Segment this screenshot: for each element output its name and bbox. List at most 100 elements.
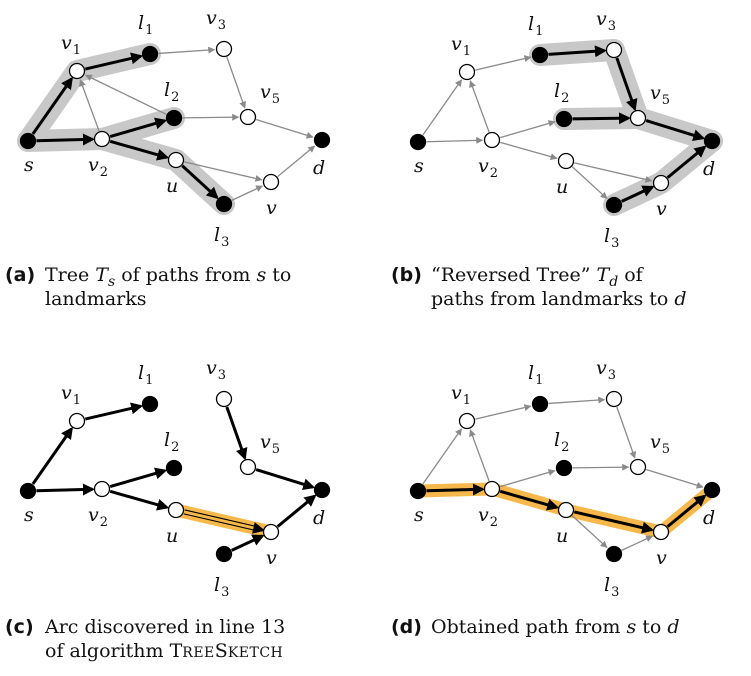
node-l1	[531, 395, 549, 413]
node-s	[409, 482, 427, 500]
node-label-v5: v5	[260, 431, 280, 457]
caption-line-1: Arc discovered in line 13	[44, 616, 285, 638]
arc-v3-v5	[616, 406, 637, 459]
node-layer	[409, 41, 721, 214]
arc-u-l3	[181, 164, 219, 200]
node-label-subscript: 2	[100, 165, 108, 180]
arc-v1-l1	[84, 402, 144, 421]
node-layer	[19, 390, 331, 563]
node-label-subscript: 1	[73, 393, 81, 408]
arc-v5-d	[645, 468, 704, 489]
node-v1	[458, 412, 476, 430]
arc-v-d	[666, 145, 707, 179]
caption-segment: d	[674, 288, 686, 310]
arc-l3-v	[231, 534, 265, 552]
node-label-subscript: 3	[218, 18, 226, 33]
caption-segment: REE	[182, 645, 214, 661]
node-label-subscript: 5	[272, 442, 280, 457]
caption-d: (d)Obtained path from s to d	[391, 616, 680, 638]
node-label-subscript: 5	[662, 442, 670, 457]
node-label-main: v	[88, 504, 99, 526]
highlight-layer	[17, 43, 235, 215]
node-label-subscript: 3	[221, 235, 229, 250]
node-label-v3: v3	[596, 357, 616, 383]
node-l2	[555, 110, 573, 128]
node-label-main: v	[478, 155, 489, 177]
node-label-main: v	[266, 547, 277, 569]
node-v3	[215, 390, 233, 408]
node-label-subscript: 1	[145, 23, 153, 38]
node-label-subscript: 2	[561, 91, 569, 106]
caption-segment: T	[170, 640, 183, 662]
node-s	[19, 482, 37, 500]
node-d	[313, 481, 331, 499]
node-u	[557, 152, 575, 170]
node-label-main: v	[206, 357, 217, 379]
node-label-s: s	[414, 504, 424, 526]
node-label-v: v	[656, 547, 667, 569]
arc-l3-v	[621, 185, 655, 203]
node-label-subscript: 1	[535, 373, 543, 388]
node-label-subscript: 1	[73, 43, 81, 58]
caption-line-1: Tree Ts of paths from s to	[45, 264, 291, 290]
caption-segment: s	[626, 616, 636, 638]
node-label-main: l	[214, 224, 220, 246]
node-label-v: v	[266, 197, 277, 219]
node-label-main: u	[166, 175, 178, 197]
caption-segment: T	[597, 264, 611, 286]
arc-v1-l1	[84, 52, 144, 71]
node-label-main: d	[313, 157, 325, 179]
node-label-l3: l3	[604, 574, 619, 600]
caption-tag: (b)	[391, 264, 422, 286]
node-u	[167, 151, 185, 169]
node-label-main: v	[451, 33, 462, 55]
node-label-main: d	[313, 507, 325, 529]
node-label-subscript: 3	[221, 585, 229, 600]
node-label-main: v	[478, 504, 489, 526]
node-l2	[555, 459, 573, 477]
node-v1	[458, 63, 476, 81]
arc-v5-d	[255, 468, 316, 491]
node-label-v5: v5	[650, 82, 670, 108]
node-label-subscript: 3	[608, 19, 616, 34]
caption-tag: (a)	[5, 264, 35, 286]
caption-segment: d	[609, 274, 618, 290]
arc-l2-v1	[84, 74, 167, 115]
arc-s-v2	[36, 483, 95, 496]
node-label-u: u	[166, 175, 178, 197]
arc-l3-v	[231, 185, 264, 201]
node-label-subscript: 5	[272, 92, 280, 107]
highlight-path	[603, 130, 723, 216]
node-label-v1: v1	[61, 382, 81, 408]
caption-segment: landmarks	[45, 288, 147, 310]
node-label-v: v	[266, 547, 277, 569]
caption-segment: of paths from	[115, 264, 256, 286]
node-label-v2: v2	[88, 154, 108, 180]
node-label-l2: l2	[164, 429, 179, 455]
node-label-v3: v3	[206, 357, 226, 383]
node-label-main: v	[596, 357, 607, 379]
node-label-main: s	[414, 155, 424, 177]
node-label-main: s	[414, 504, 424, 526]
node-label-main: v	[650, 431, 661, 453]
arc-v2-l2	[109, 117, 168, 139]
node-label-main: v	[656, 198, 667, 220]
arc-v-d	[276, 494, 317, 528]
node-label-l1: l1	[138, 362, 153, 388]
arc-l3-v	[621, 535, 654, 551]
node-label-main: u	[556, 525, 568, 547]
node-v3	[605, 390, 623, 408]
caption-tag: (d)	[391, 616, 422, 638]
arc-l1-v3	[158, 46, 216, 55]
arc-v5-d	[645, 119, 706, 142]
node-label-v3: v3	[206, 7, 226, 33]
caption-segment: s	[108, 274, 115, 290]
arc-u-v	[184, 161, 263, 182]
node-v1	[68, 62, 86, 80]
node-v	[652, 174, 670, 192]
